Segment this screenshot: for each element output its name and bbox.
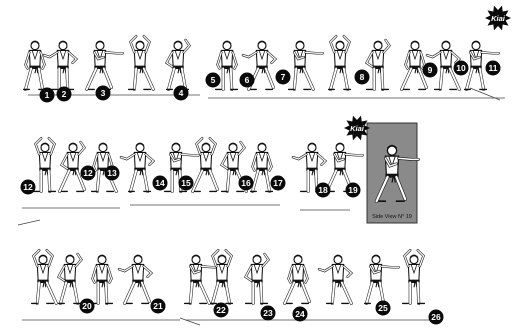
step-badge: 9 [423, 63, 438, 78]
step-badge: 12 [21, 180, 36, 195]
step-badge: 20 [80, 299, 95, 314]
step-badge: 12 [81, 166, 96, 181]
step-badge: 23 [261, 306, 276, 321]
karateka-figure [24, 41, 46, 89]
karateka-figure [121, 143, 153, 191]
karateka-figure [367, 40, 390, 89]
step-badge-number: 12 [83, 168, 93, 178]
step-badge-number: 19 [348, 185, 358, 195]
side-view-panel: Side View N° 19 [367, 123, 418, 223]
karateka-figure [285, 255, 310, 303]
step-badge-number: 21 [153, 301, 163, 311]
step-badge-number: 17 [273, 178, 283, 188]
karateka-figure [365, 255, 399, 303]
step-badge-number: 22 [216, 305, 226, 315]
step-badge: 15 [179, 176, 194, 191]
step-badge: 17 [271, 176, 286, 191]
step-badge-number: 24 [295, 309, 305, 319]
side-view-caption: Side View N° 19 [372, 214, 412, 220]
step-badge-number: 10 [456, 63, 466, 73]
step-badge-number: 14 [155, 178, 165, 188]
kiai-burst: Kiai [485, 6, 511, 31]
karateka-figure [403, 250, 425, 303]
step-badge: 5 [206, 73, 221, 88]
karateka-figure [246, 254, 269, 303]
step-badge: 1 [40, 88, 55, 103]
step-badge: 18 [316, 183, 331, 198]
step-badge: 26 [429, 310, 444, 325]
step-badge: 2 [57, 87, 72, 102]
step-badge-number: 7 [281, 72, 286, 82]
step-badge: 7 [276, 70, 291, 85]
ground-line [180, 318, 200, 325]
karateka-figure [32, 250, 57, 303]
step-badge: 10 [454, 61, 469, 76]
karateka-figure [319, 255, 351, 303]
step-badge: 24 [293, 307, 308, 322]
karateka-figure [251, 143, 273, 191]
step-badge-number: 5 [211, 75, 216, 85]
karateka-figure [87, 41, 123, 89]
step-badge-number: 2 [62, 89, 67, 99]
karateka-figure [91, 255, 113, 303]
karateka-figure [167, 40, 190, 89]
karateka-figure [59, 254, 82, 303]
step-badge-number: 20 [82, 301, 92, 311]
step-badge: 13 [105, 166, 120, 181]
karateka-figure [129, 36, 154, 89]
karateka-figure [60, 142, 85, 191]
kiai-label: Kiai [491, 14, 506, 23]
step-badge: 21 [151, 299, 166, 314]
step-badge: 16 [239, 176, 254, 191]
karateka-figure [34, 138, 56, 191]
step-badge-number: 8 [360, 72, 365, 82]
kiai-label: Kiai [350, 124, 365, 133]
step-badge-number: 13 [107, 168, 117, 178]
karateka-figure [119, 255, 151, 303]
karateka-figure [211, 250, 233, 303]
step-badge: 25 [376, 301, 391, 316]
step-badge-number: 12 [23, 182, 33, 192]
step-badge: 8 [355, 70, 370, 85]
karateka-figure [193, 138, 218, 191]
karateka-figure [289, 41, 323, 89]
step-badge-number: 23 [263, 308, 273, 318]
step-badge-number: 9 [428, 65, 433, 75]
step-badge-number: 4 [179, 88, 184, 98]
karateka-figure [402, 41, 427, 89]
step-badge-number: 18 [318, 185, 328, 195]
karateka-figure [44, 41, 76, 89]
step-badge: 3 [96, 86, 111, 101]
karateka-figure [329, 36, 351, 89]
step-badge-number: 3 [101, 88, 106, 98]
step-badge: 4 [174, 86, 189, 101]
step-badge-number: 16 [241, 178, 251, 188]
step-badge-number: 26 [431, 312, 441, 322]
step-badge-number: 6 [245, 75, 250, 85]
step-badge: 14 [153, 176, 168, 191]
step-badge: 22 [214, 303, 229, 318]
kiai-burst: Kiai [344, 116, 370, 141]
step-badge: 19 [346, 183, 361, 198]
step-badge: 6 [240, 73, 255, 88]
step-badge-number: 15 [181, 178, 191, 188]
step-badge-number: 11 [489, 63, 498, 73]
step-badge-number: 25 [378, 303, 388, 313]
step-badge-number: 1 [45, 90, 50, 100]
step-badge: 11 [486, 61, 501, 76]
